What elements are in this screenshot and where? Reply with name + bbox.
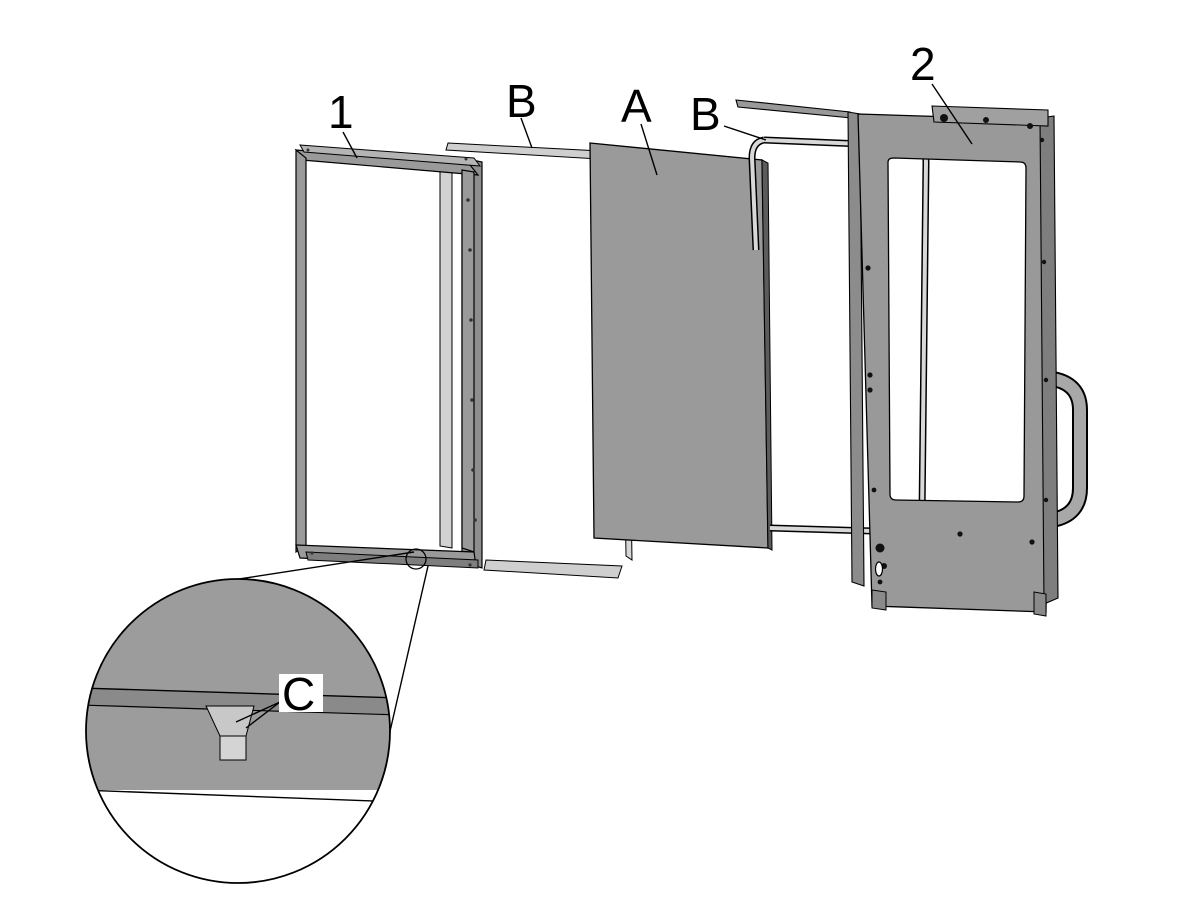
label-c-backdrop (279, 674, 323, 712)
leader-lines (235, 83, 973, 729)
label-part-2: 2 (910, 38, 936, 90)
label-part-b-left: B (506, 75, 537, 127)
label-part-a: A (621, 80, 652, 132)
inner-door-frame (294, 144, 483, 569)
outer-door (735, 99, 1088, 617)
door-gasket (748, 136, 930, 536)
glass-panel (589, 142, 773, 551)
callout-labels: 1 B A B 2 C (279, 38, 936, 720)
label-part-c: C (282, 668, 315, 720)
label-part-b-right: B (690, 88, 721, 140)
detail-magnifier (85, 548, 429, 884)
label-part-1: 1 (328, 86, 354, 138)
